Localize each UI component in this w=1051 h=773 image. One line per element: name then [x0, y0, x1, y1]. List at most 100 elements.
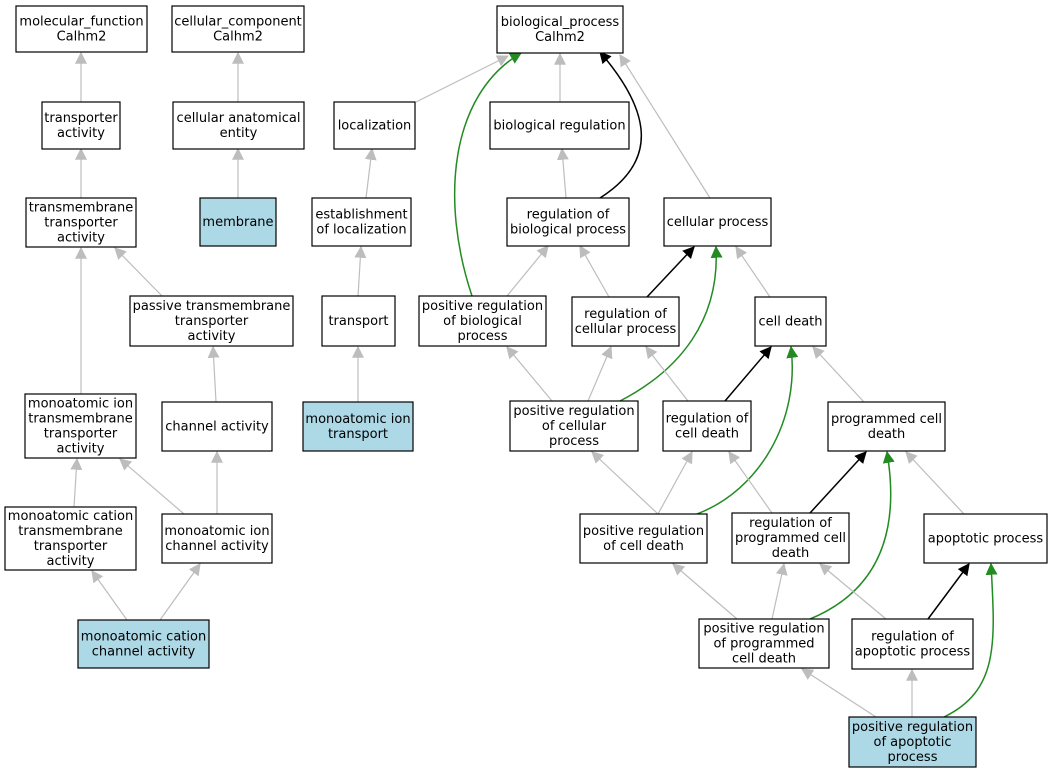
go-term-box[interactable]	[754, 296, 827, 347]
go-term-box[interactable]	[15, 5, 148, 53]
go-term-box[interactable]	[571, 296, 680, 347]
go-term-label: apoptotic process	[855, 645, 971, 660]
go-term-box[interactable]	[129, 295, 294, 347]
go-term-node-channel[interactable]: channel activity	[161, 401, 273, 452]
edge-is-a-posregap-to-posregpcd	[800, 668, 877, 718]
go-term-label: activity	[57, 442, 105, 457]
edge-is-a-posregcd-to-posregcp	[591, 451, 659, 515]
go-term-node-cellproc[interactable]: cellular process	[663, 197, 772, 247]
edge-is-a-mica-to-mitta	[119, 458, 185, 515]
go-term-node-mitta[interactable]: monoatomic iontransmembranetransporterac…	[24, 393, 137, 459]
edge-is-a-regpcd-to-regcd	[728, 451, 773, 514]
edge-is-a-pcd-to-celldeath	[812, 346, 865, 403]
edge-is-a-regcd-to-regcp	[645, 346, 689, 402]
go-term-node-bioreg[interactable]: biological regulation	[489, 101, 630, 150]
go-term-box[interactable]	[418, 295, 547, 347]
go-term-box[interactable]	[77, 619, 210, 669]
go-term-label: regulation of	[749, 516, 832, 531]
go-term-label: activity	[57, 126, 105, 141]
go-term-box[interactable]	[311, 197, 412, 247]
go-term-node-transport[interactable]: transport	[321, 295, 396, 347]
go-term-label: of biological	[443, 314, 522, 329]
go-term-box[interactable]	[848, 716, 977, 768]
edge-positively-regulates-posregbp-to-bp	[453, 52, 523, 297]
go-term-box[interactable]	[172, 101, 305, 150]
edge-regulates-regcd-to-celldeath	[724, 346, 772, 402]
go-term-node-apoptotic[interactable]: apoptotic process	[923, 513, 1048, 564]
go-term-box[interactable]	[41, 101, 121, 150]
go-term-box[interactable]	[923, 513, 1048, 564]
go-term-label: transporter	[34, 539, 108, 554]
go-term-label: of programmed	[713, 637, 814, 652]
edge-is-a-regap-to-regpcd	[819, 563, 887, 620]
go-term-label: Calhm2	[535, 30, 585, 45]
go-term-box[interactable]	[24, 393, 137, 459]
edge-is-a-apoptotic-to-pcd	[905, 451, 965, 515]
go-term-box[interactable]	[698, 618, 830, 669]
go-term-box[interactable]	[731, 512, 850, 564]
go-term-box[interactable]	[321, 295, 396, 347]
go-term-label: regulation of	[666, 412, 749, 427]
edge-is-a-mcca-to-mica	[159, 563, 201, 621]
go-term-node-celldeath[interactable]: cell death	[754, 296, 827, 347]
go-term-box[interactable]	[506, 197, 630, 247]
edge-is-a-channel-to-ptta	[207, 345, 220, 403]
go-term-box[interactable]	[851, 618, 974, 670]
go-term-label: programmed cell	[735, 531, 846, 546]
edge-is-a-posregbp-to-regbp	[506, 245, 549, 297]
go-term-label: entity	[220, 126, 258, 141]
go-term-box[interactable]	[579, 513, 708, 564]
go-term-box[interactable]	[25, 197, 137, 248]
go-term-box[interactable]	[827, 401, 946, 452]
go-term-label: positive regulation	[513, 404, 634, 419]
go-term-box[interactable]	[171, 5, 305, 53]
go-term-box[interactable]	[161, 513, 273, 564]
go-term-label: cell death	[732, 652, 796, 667]
go-term-box[interactable]	[496, 5, 624, 54]
go-term-label: process	[549, 434, 599, 449]
go-term-box[interactable]	[489, 101, 630, 150]
go-term-label: transmembrane	[29, 201, 134, 216]
go-term-box[interactable]	[161, 401, 273, 452]
go-term-label: monoatomic ion	[28, 397, 133, 412]
go-term-box[interactable]	[509, 400, 639, 452]
go-term-label: regulation of	[527, 208, 610, 223]
go-term-box[interactable]	[663, 197, 772, 247]
go-term-box[interactable]	[302, 401, 414, 452]
go-term-node-membrane[interactable]: membrane	[199, 197, 277, 247]
go-term-label: cellular_component	[174, 15, 302, 30]
go-term-label: transporter	[44, 427, 118, 442]
go-term-box[interactable]	[199, 197, 277, 247]
go-term-node-mcta[interactable]: monoatomic cationtransmembranetransporte…	[4, 506, 137, 571]
go-term-box[interactable]	[4, 506, 137, 571]
edge-is-a-posregcp-to-posregbp	[506, 346, 553, 402]
go-term-node-localization[interactable]: localization	[333, 101, 416, 150]
go-term-label: cell death	[758, 315, 822, 330]
go-term-box[interactable]	[662, 400, 752, 452]
go-term-box[interactable]	[333, 101, 416, 150]
go-term-label: transport	[328, 427, 388, 442]
edge-is-a-localization-to-bp	[415, 55, 510, 103]
